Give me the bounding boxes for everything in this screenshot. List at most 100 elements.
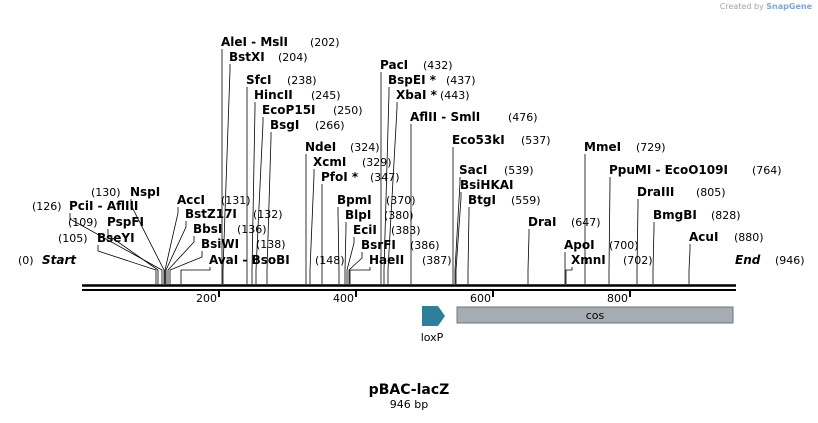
site-drai[interactable]: DraI(647) <box>528 215 601 229</box>
site-haeii[interactable]: HaeII(387) <box>369 253 452 267</box>
site-position-xmni: (702) <box>623 254 653 267</box>
site-avai-bsobi[interactable]: AvaI - BsoBI(148) <box>209 253 345 267</box>
site-leader-bspei <box>383 87 390 284</box>
site-name-drai: DraI <box>528 215 556 229</box>
site-acui[interactable]: AcuI(880) <box>689 230 764 244</box>
plasmid-name: pBAC-lacZ <box>368 382 450 398</box>
site-name-draiii: DraIII <box>637 185 674 199</box>
site-xmni[interactable]: XmnI (702) <box>571 253 653 267</box>
site-pspfi[interactable]: PspFI(109) <box>68 215 144 229</box>
site-position-nspi: (130) <box>91 186 121 199</box>
site-position-blpi: (380) <box>384 209 414 222</box>
site-position-btgi: (559) <box>511 194 541 207</box>
site-position-bsgi: (266) <box>315 119 345 132</box>
site-position-ndei: (324) <box>350 141 380 154</box>
start-end-labels: (0) Start End (946) <box>18 253 805 267</box>
site-name-bstz17i: BstZ17I <box>185 207 237 221</box>
site-position-bseyi: (105) <box>58 232 88 245</box>
site-position-ecii: (383) <box>391 224 421 237</box>
site-draiii[interactable]: DraIII (805) <box>637 185 726 199</box>
site-bmgbi[interactable]: BmgBI(828) <box>653 208 741 222</box>
site-name-btgi: BtgI <box>468 193 496 207</box>
site-name-hincii: HincII <box>254 88 293 102</box>
site-ppumi-ecoo109i[interactable]: PpuMI - EcoO109I(764) <box>609 163 782 177</box>
site-bpmi[interactable]: BpmI(370) <box>337 193 416 207</box>
site-position-bstxi: (204) <box>278 51 308 64</box>
site-bsiwi[interactable]: BsiWI(138) <box>201 237 286 251</box>
site-name-eco53ki: Eco53kI <box>452 133 505 147</box>
site-bsihkai[interactable]: BsiHKAI <box>460 178 514 192</box>
site-eco53ki[interactable]: Eco53kI (537) <box>452 133 551 147</box>
site-name-alei-msli: AleI - MslI <box>221 35 288 49</box>
site-leader-bmgbi <box>652 222 655 284</box>
site-bseyi[interactable]: BseYI(105) <box>58 231 135 245</box>
site-leader-pcii-afliii <box>69 213 163 284</box>
site-name-pspfi: PspFI <box>107 215 144 229</box>
site-name-bpmi: BpmI <box>337 193 372 207</box>
site-mmei[interactable]: MmeI(729) <box>584 140 666 154</box>
site-leader-bseyi <box>97 245 157 284</box>
site-saci[interactable]: SacI(539) <box>459 163 534 177</box>
site-position-xcmi: (329) <box>362 156 392 169</box>
site-bbsi[interactable]: BbsI (136) <box>193 222 267 236</box>
site-name-bsgi: BsgI <box>270 118 299 132</box>
site-position-pcii-afliii: (126) <box>32 200 62 213</box>
site-apoi[interactable]: ApoI(700) <box>564 238 639 252</box>
site-position-avai-bsobi: (148) <box>315 254 345 267</box>
site-name-xmni: XmnI <box>571 253 606 267</box>
site-name-haeii: HaeII <box>369 253 404 267</box>
site-btgi[interactable]: BtgI (559) <box>468 193 541 207</box>
site-leader-btgi <box>467 207 470 284</box>
site-leader-bsihkai <box>455 192 462 284</box>
credit-prefix: Created by <box>719 2 764 11</box>
site-position-draiii: (805) <box>696 186 726 199</box>
site-sfci[interactable]: SfcI(238) <box>246 73 317 87</box>
site-leader-acui <box>688 244 691 284</box>
site-ecii[interactable]: EciI(383) <box>353 223 421 237</box>
loxp-arrow[interactable] <box>422 306 445 326</box>
site-bsrfi[interactable]: BsrFI(386) <box>361 238 440 252</box>
site-xcmi[interactable]: XcmI(329) <box>313 155 392 169</box>
site-labels: BseYI(105) PspFI(109) PciI - AflIII(126)Ns… <box>32 35 782 267</box>
site-position-pfoi: (347) <box>370 171 400 184</box>
site-name-bstxi: BstXI <box>229 50 265 64</box>
site-name-ecop15i: EcoP15I <box>262 103 316 117</box>
site-name-bbsi: BbsI <box>193 222 222 236</box>
site-name-acci: AccI <box>177 193 205 207</box>
site-paci[interactable]: PacI(432) <box>380 58 453 72</box>
site-bspei[interactable]: BspEI *(437) <box>388 73 476 87</box>
site-position-bbsi: (136) <box>237 223 267 236</box>
site-xbai[interactable]: XbaI *(443) <box>396 88 470 102</box>
site-nspi[interactable]: NspI (130) <box>91 185 160 199</box>
site-leader-blpi <box>344 222 347 284</box>
site-leader-ecop15i <box>255 117 264 284</box>
site-leader-avai-bsobi <box>180 267 211 284</box>
site-ecop15i[interactable]: EcoP15I(250) <box>262 103 363 117</box>
site-pcii-afliii[interactable]: PciI - AflIII(126) <box>32 199 138 213</box>
backbone <box>82 284 736 291</box>
site-name-pfoi: PfoI * <box>321 170 359 184</box>
site-leader-haeii <box>349 267 371 284</box>
site-bstxi[interactable]: BstXI (204) <box>229 50 308 64</box>
feature-loxp[interactable]: loxP <box>421 306 445 344</box>
site-leader-ecii <box>346 237 355 284</box>
site-bstz17i[interactable]: BstZ17I(132) <box>185 207 283 221</box>
site-aflii-smli[interactable]: AflII - SmlI(476) <box>410 110 538 124</box>
site-leader-bsgi <box>266 132 272 284</box>
site-acci[interactable]: AccI(131) <box>177 193 251 207</box>
site-name-bmgbi: BmgBI <box>653 208 697 222</box>
site-ndei[interactable]: NdeI(324) <box>305 140 380 154</box>
site-blpi[interactable]: BlpI(380) <box>345 208 414 222</box>
site-position-bsiwi: (138) <box>256 238 286 251</box>
site-bsgi[interactable]: BsgI (266) <box>270 118 345 132</box>
start-label: Start <box>42 253 77 267</box>
feature-cos[interactable]: cos <box>456 306 734 324</box>
site-name-nspi: NspI <box>130 185 160 199</box>
cos-box[interactable] <box>456 306 734 324</box>
ruler-tick-label-200: 200 <box>196 292 217 305</box>
site-pfoi[interactable]: PfoI * (347) <box>321 170 400 184</box>
site-position-eco53ki: (537) <box>521 134 551 147</box>
site-position-apoi: (700) <box>609 239 639 252</box>
site-alei-msli[interactable]: AleI - MslI(202) <box>221 35 340 49</box>
site-hincii[interactable]: HincII(245) <box>254 88 341 102</box>
